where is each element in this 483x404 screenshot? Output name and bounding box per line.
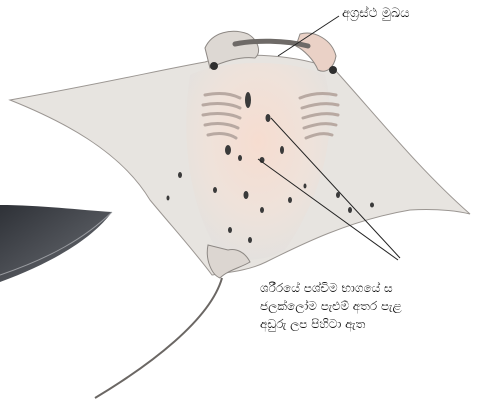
left-eye — [210, 62, 218, 70]
second-ray-fin — [0, 205, 112, 282]
tail — [95, 278, 222, 398]
right-eye — [329, 66, 337, 74]
gill-note-line-2: ජලක්ලෝම පැළුම් අතර පැළ — [260, 297, 402, 315]
gill-note-line-3: අඩුරු ලප පිහිටා ඇත — [260, 315, 402, 333]
gill-note-line-1: ශරීරයේ පශ්චිම භාගයේ ස — [260, 279, 402, 297]
mouth-label: අග්‍රස්ථ මුඛය — [342, 6, 410, 21]
gill-note-label: ශරීරයේ පශ්චිම භාගයේ ස ජලක්ලෝම පැළුම් අතර… — [260, 279, 402, 333]
